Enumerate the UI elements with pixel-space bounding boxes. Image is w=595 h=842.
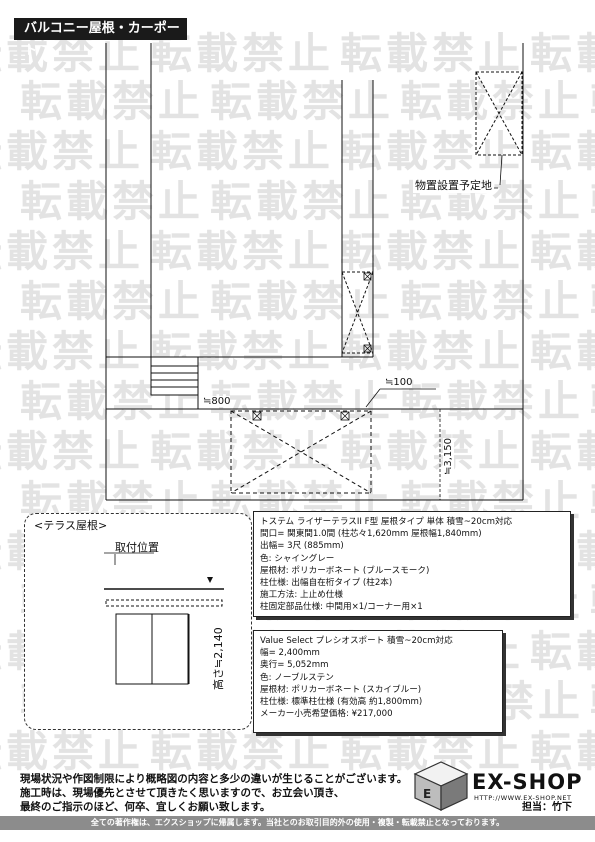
footer-disclaimer: 現場状況や作図制限により概略図の内容と多少の違いが生じることがございます。 施工…	[20, 772, 407, 814]
carport-spec-box: Value Select プレシオスポート 積雪~20cm対応 幅= 2,400…	[253, 630, 503, 733]
ex-shop-url[interactable]: HTTP://WWW.EX-SHOP.NET	[474, 794, 572, 802]
watermark-text: 転載禁止	[210, 177, 395, 226]
watermark-text: 転載禁止	[0, 327, 145, 376]
copyright-bar: 全ての著作権は、エクスショップに帰属します。当社とのお取引目的外の使用・複製・転…	[0, 816, 595, 830]
watermark-text: 転載禁止	[530, 727, 595, 776]
spec-line: 色: ノーブルステン	[260, 672, 334, 683]
terrace-spec-box: トステム ライザーテラスII F型 屋根タイプ 単体 積雪~20cm対応 間口=…	[253, 511, 571, 617]
watermark-text: 転載禁止	[150, 227, 335, 276]
watermark-text: 転載禁止	[0, 727, 145, 776]
spec-line: 幅= 2,400mm	[260, 648, 320, 659]
watermark-text: 転載禁止	[340, 427, 525, 476]
watermark-text: 転載禁止	[400, 277, 585, 326]
watermark-text: 転載禁止	[590, 368, 595, 429]
terrace-inset-box	[24, 513, 252, 730]
spec-line: 出幅= 3尺 (885mm)	[260, 541, 344, 552]
spec-line: Value Select プレシオスポート 積雪~20cm対応	[260, 636, 453, 646]
watermark-text: 転載禁止	[590, 168, 595, 229]
mount-position-label: 取付位置	[115, 541, 159, 554]
watermark-text: 転載禁止	[150, 727, 335, 776]
watermark-text: 転載禁止	[590, 68, 595, 129]
ex-shop-logo-icon: E	[413, 761, 469, 811]
spec-line: 柱固定部品仕様: 中間用×1/コーナー用×1	[260, 602, 423, 613]
watermark-text: 転載禁止	[210, 377, 395, 426]
storage-area	[475, 71, 523, 156]
watermark-text: 転載禁止	[590, 268, 595, 329]
watermark-text: 転載禁止	[590, 668, 595, 729]
disclaimer-line: 現場状況や作図制限により概略図の内容と多少の違いが生じることがございます。	[20, 773, 408, 785]
spec-line: 施工方法: 上止め仕様	[260, 590, 343, 601]
watermark-text: 転載禁止	[400, 77, 585, 126]
watermark-text: 転載禁止	[590, 468, 595, 529]
watermark-text: 転載禁止	[20, 177, 205, 226]
watermark-text: 転載禁止	[590, 568, 595, 629]
svg-text:E: E	[423, 787, 431, 801]
page-title: バルコニー屋根・カーポート	[14, 18, 187, 58]
storage-site-label: 物置設置予定地	[413, 177, 494, 193]
ex-shop-logo-text: EX-SHOP	[472, 770, 583, 794]
spec-line: 色: シャイングレー	[260, 553, 335, 564]
spec-line: メーカー小売希望価格: ¥217,000	[260, 709, 393, 720]
terrace-inset-drawing	[104, 552, 224, 685]
watermark-text: 転載禁止	[150, 127, 335, 176]
terrace-height-label: 高さ≒2,140	[212, 627, 225, 690]
watermark-text: 転載禁止	[530, 29, 595, 78]
carport-outline	[230, 410, 372, 494]
spec-line: 柱仕様: 標準柱仕様 (有効高 約1,800mm)	[260, 697, 423, 708]
dimension-3150: ≒3,150	[443, 437, 454, 475]
dimension-100: ≒100	[385, 377, 413, 388]
watermark-text: 転載禁止	[340, 327, 525, 376]
disclaimer-line: 最終のご指示のほど、何卒、宜しくお願い致します。	[20, 801, 271, 813]
watermark-text: 転載禁止	[530, 427, 595, 476]
watermark-text: 転載禁止	[530, 127, 595, 176]
watermark-text: 転載禁止	[0, 127, 145, 176]
spec-line: トステム ライザーテラスII F型 屋根タイプ 単体 積雪~20cm対応	[260, 517, 513, 527]
spec-line: 間口= 関東間1.0間 (柱芯々1,620mm 屋根幅1,840mm)	[260, 529, 482, 540]
terrace-inset-title: <テラス屋根>	[34, 517, 108, 533]
terrace-unit-top	[341, 271, 374, 354]
spec-line: 柱仕様: 出幅自在桁タイプ (柱2本)	[260, 578, 393, 589]
watermark-text: 転載禁止	[530, 327, 595, 376]
spec-line: 屋根材: ポリカーボネート (ブルースモーク)	[260, 565, 430, 576]
watermark-text: 転載禁止	[0, 227, 145, 276]
spec-line: 屋根材: ポリカーボネート (スカイブルー)	[260, 684, 422, 695]
staff-label: 担当：竹下	[522, 802, 572, 813]
watermark-text: 転載禁止	[20, 277, 205, 326]
dimension-800: ≒800	[203, 396, 231, 407]
disclaimer-line: 施工時は、現場優先とさせて頂きたく思いますので、お立会い頂き、	[20, 787, 345, 799]
spec-line: 奥行= 5,052mm	[260, 660, 329, 671]
watermark-text: 転載禁止	[210, 77, 395, 126]
watermark-text: 転載禁止	[340, 227, 525, 276]
watermark-text: 転載禁止	[210, 277, 395, 326]
watermark-text: 転載禁止	[340, 29, 525, 78]
watermark-text: 転載禁止	[340, 127, 525, 176]
watermark-text: 転載禁止	[20, 77, 205, 126]
steps	[150, 356, 199, 396]
watermark-text: 転載禁止	[530, 627, 595, 676]
watermark-text: 転載禁止	[530, 227, 595, 276]
watermark-text: 転載禁止	[400, 377, 585, 426]
watermark-text: 転載禁止	[0, 427, 145, 476]
